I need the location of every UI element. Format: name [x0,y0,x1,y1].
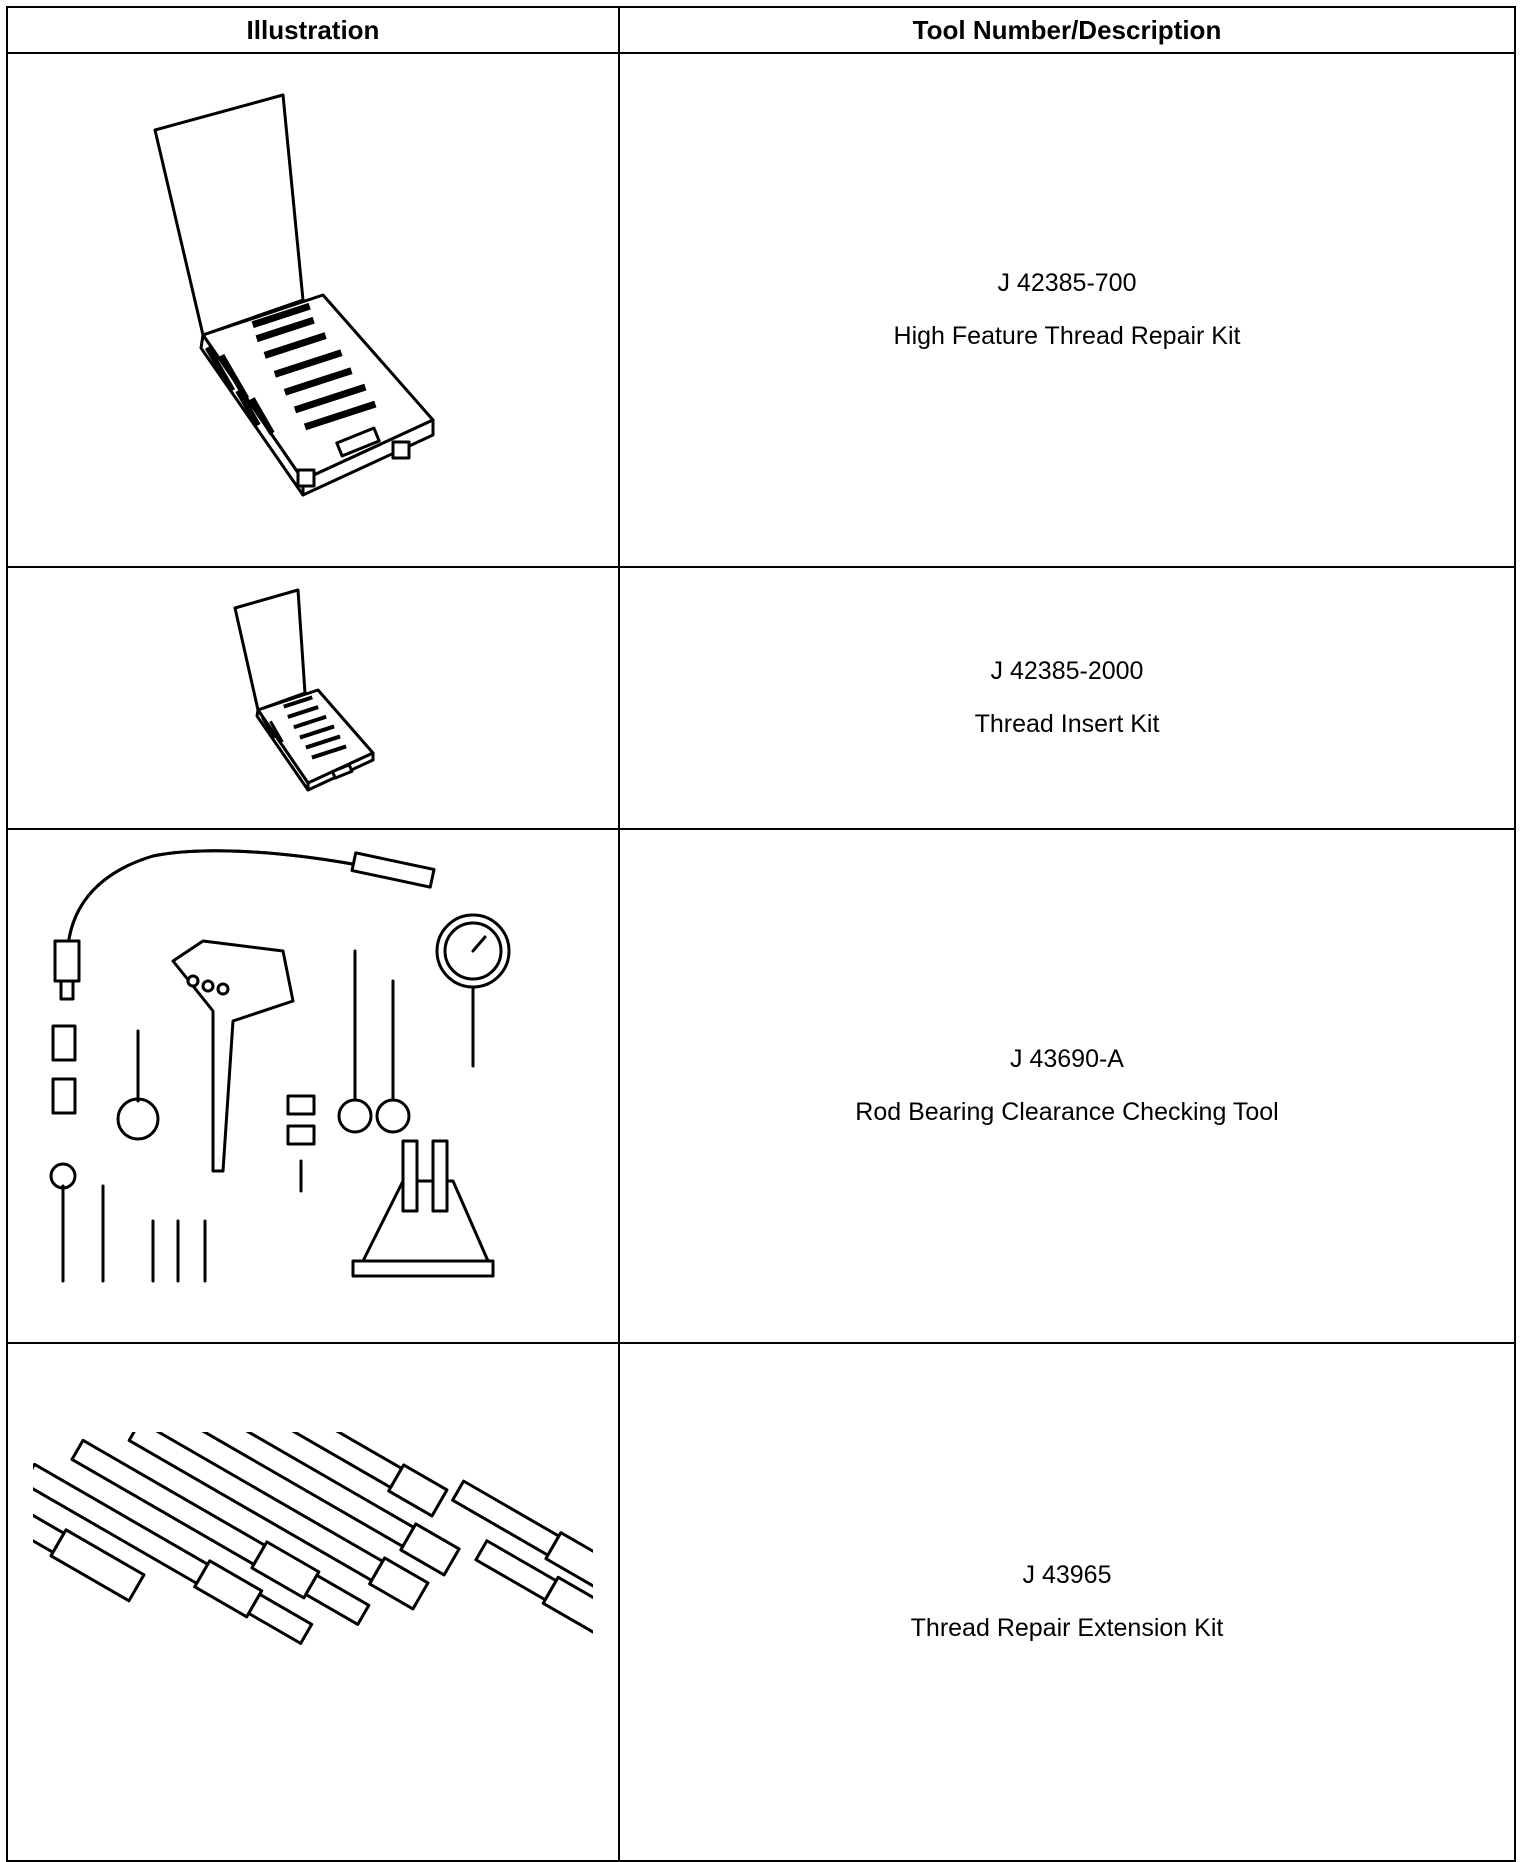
header-row: Illustration Tool Number/Description [6,6,1516,54]
table-row: J 42385-2000 Thread Insert Kit [6,566,1516,830]
tool-description: Rod Bearing Clearance Checking Tool [855,1098,1279,1126]
tool-description: Thread Insert Kit [974,710,1160,738]
tool-number: J 42385-2000 [990,657,1144,685]
illustration-header: Illustration [6,6,620,54]
description-cell: J 43965 Thread Repair Extension Kit [618,1342,1516,1862]
illustration-cell [6,1342,620,1862]
tool-number: J 43965 [1022,1561,1112,1589]
tool-number: J 42385-700 [997,269,1137,297]
tool-description: Thread Repair Extension Kit [910,1614,1224,1642]
tool-table: Illustration Tool Number/Description [6,6,1516,1862]
tool-table-container: Illustration Tool Number/Description [6,6,1516,1862]
description-cell: J 42385-700 High Feature Thread Repair K… [618,52,1516,568]
tool-number: J 43690-A [1010,1045,1124,1073]
tool-description: High Feature Thread Repair Kit [893,322,1241,350]
illustration-cell [6,828,620,1344]
thread-repair-kit-case-icon [153,93,435,497]
table-row: J 43965 Thread Repair Extension Kit [6,1342,1516,1862]
illustration-cell [6,566,620,830]
tool-header: Tool Number/Description [618,6,1516,54]
table-row: J 43690-A Rod Bearing Clearance Checking… [6,828,1516,1344]
extension-kit-icon [33,1432,593,1645]
illustration-cell [6,52,620,568]
table-row: J 42385-700 High Feature Thread Repair K… [6,52,1516,568]
thread-insert-kit-case-icon [233,588,375,792]
description-cell: J 43690-A Rod Bearing Clearance Checking… [618,828,1516,1344]
description-cell: J 42385-2000 Thread Insert Kit [618,566,1516,830]
rod-bearing-checking-tool-icon [49,849,511,1283]
